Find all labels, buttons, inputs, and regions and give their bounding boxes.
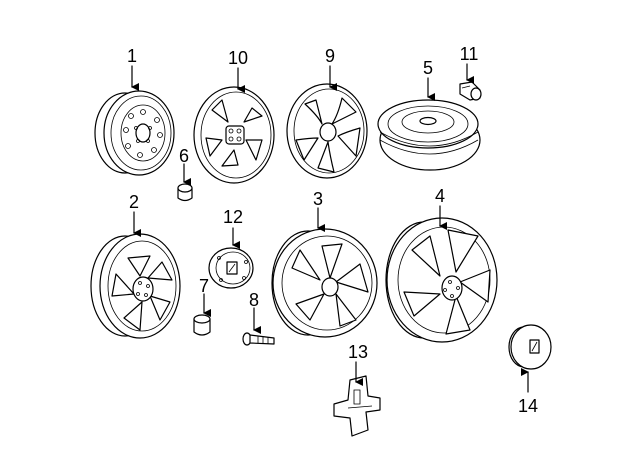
part-2-alloy-wheel[interactable] <box>90 233 181 339</box>
part-9-wheel-cover[interactable] <box>286 83 368 179</box>
callout-label-2: 2 <box>129 192 139 212</box>
part-10-wheel-cover[interactable] <box>193 86 275 184</box>
callout-label-7: 7 <box>199 276 209 296</box>
part-11-pressure-sensor[interactable] <box>459 81 482 101</box>
part-12-center-cap[interactable] <box>208 247 254 289</box>
part-1-steel-wheel[interactable] <box>94 90 175 176</box>
part-8-wheel-stud[interactable] <box>242 332 275 346</box>
part-7-lug-nut[interactable] <box>193 314 211 336</box>
part-3-alloy-wheel[interactable] <box>271 228 378 338</box>
callout-label-6: 6 <box>179 146 189 166</box>
callout-label-1: 1 <box>127 46 137 66</box>
part-6-lug-nut[interactable] <box>177 183 193 202</box>
part-5-spare-tire[interactable] <box>377 99 481 171</box>
callout-label-10: 10 <box>228 48 248 68</box>
callout-label-8: 8 <box>249 290 259 310</box>
callout-label-13: 13 <box>348 342 368 362</box>
callout-label-14: 14 <box>518 396 538 416</box>
part-14-center-cap[interactable] <box>508 324 552 370</box>
callout-label-9: 9 <box>325 46 335 66</box>
part-13-bracket[interactable] <box>333 375 381 437</box>
part-4-alloy-wheel[interactable] <box>385 217 498 343</box>
callout-label-5: 5 <box>423 58 433 78</box>
callout-label-4: 4 <box>435 186 445 206</box>
callout-label-3: 3 <box>313 189 323 209</box>
callout-label-11: 11 <box>460 44 479 64</box>
callout-label-12: 12 <box>223 207 243 227</box>
